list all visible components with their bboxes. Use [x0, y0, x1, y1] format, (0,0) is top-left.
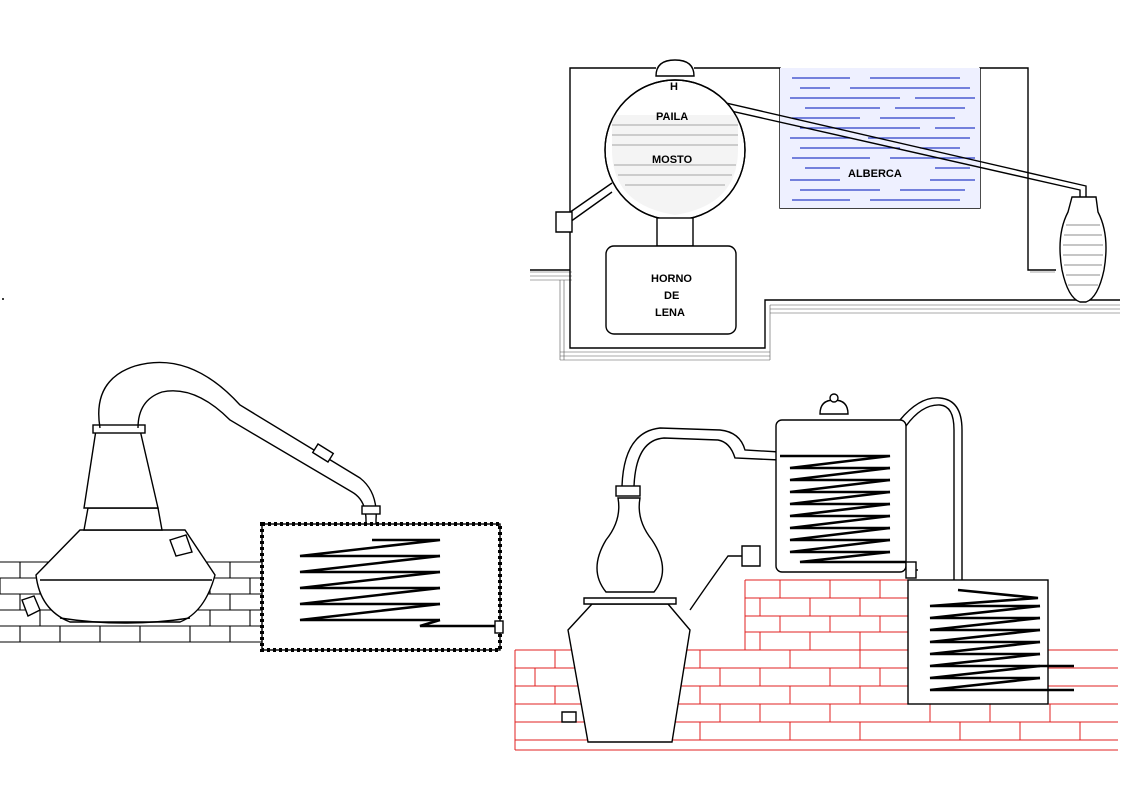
- side-valve-icon: [741, 545, 761, 567]
- label-lena: LENA: [655, 307, 685, 319]
- horno-furnace: [605, 245, 737, 335]
- label-alberca: ALBERCA: [848, 168, 902, 180]
- label-paila: PAILA: [656, 111, 688, 123]
- pipe-clamp: [311, 443, 335, 463]
- diagram-top-right: H PAILA MOSTO ALBERCA HORNO DE LENA: [530, 59, 1120, 361]
- still-head: [83, 429, 159, 509]
- label-horno: HORNO: [651, 273, 692, 285]
- collection-jug: [1059, 196, 1107, 303]
- pot-tap-icon: [561, 711, 577, 723]
- ground-hatching: [530, 271, 1120, 361]
- swan-neck-pipe: [98, 361, 377, 540]
- boiler-support: [656, 217, 694, 247]
- copper-pot: [567, 603, 691, 743]
- drain-valve-icon: [555, 211, 573, 233]
- pot-valve-icon: [169, 534, 193, 557]
- preheater-vessel: [775, 419, 907, 573]
- label-h: H: [670, 81, 678, 93]
- still-pot: [35, 529, 216, 623]
- preheater-coil: [780, 454, 906, 564]
- swan-neck-pipe-2: [621, 427, 781, 487]
- mosto-liquid: [612, 124, 738, 186]
- diagram-left: [0, 361, 504, 652]
- stray-dot: [2, 298, 4, 300]
- drain-pipe: [565, 182, 613, 223]
- vapor-pipe: [699, 96, 1087, 197]
- label-mosto: MOSTO: [652, 154, 693, 166]
- top-cap: [655, 59, 695, 77]
- drain-tap-icon: [21, 595, 41, 617]
- label-de: DE: [664, 290, 679, 302]
- still-neck: [83, 507, 163, 531]
- diagram-bottom-right: [514, 393, 1118, 751]
- vapor-pipe-inner: [699, 103, 1081, 197]
- condenser-coil: [299, 538, 500, 628]
- condenser-coil-2: [929, 588, 1074, 692]
- onion-head: [596, 497, 664, 593]
- transfer-pipe: [899, 397, 963, 590]
